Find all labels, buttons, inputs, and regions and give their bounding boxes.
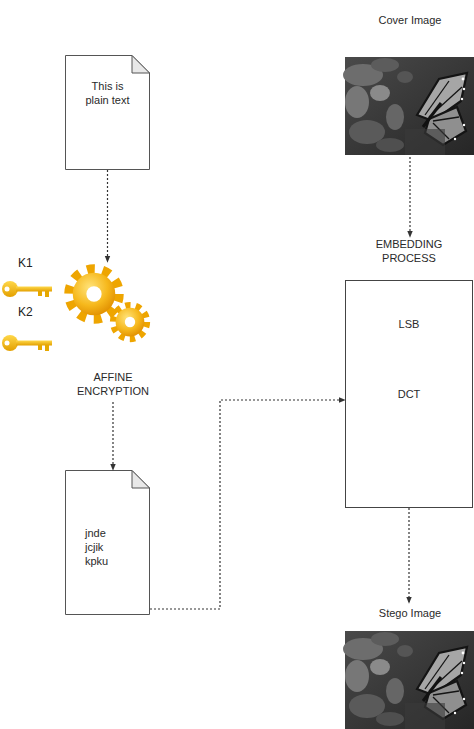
node-text: EMBEDDING PROCESS	[359, 237, 459, 265]
node-text: Cover Image	[345, 13, 474, 27]
cover-photo	[343, 57, 474, 155]
key-icon	[2, 281, 52, 297]
dotted-arrow	[150, 400, 345, 609]
stego-image: Stego Image	[345, 603, 474, 729]
node-text: AFFINE ENCRYPTION	[72, 370, 154, 398]
node-text: jnde jcjik kpku	[85, 526, 119, 568]
node-text: This is plain text	[85, 79, 130, 107]
ciphertext-document: jnde jcjik kpku	[65, 470, 150, 615]
lsb-method: LSB	[365, 317, 453, 379]
key-icon	[2, 335, 52, 351]
embedding-process-box: EMBEDDING PROCESS LSB DCT	[345, 237, 473, 508]
node-text: LSB	[365, 317, 453, 331]
dotted-arrow	[112, 402, 113, 470]
plaintext-document: This is plain text	[65, 55, 150, 170]
node-text: Stego Image	[345, 606, 474, 620]
dotted-arrow	[409, 157, 410, 237]
encryption-process: AFFINE ENCRYPTION	[58, 262, 168, 402]
node-text: DCT	[365, 387, 453, 401]
dct-method: DCT	[365, 387, 453, 453]
gear-icon	[114, 306, 146, 338]
key-label: K2	[18, 305, 33, 319]
cover-image: Cover Image	[345, 10, 474, 157]
document-outline	[65, 470, 150, 615]
dotted-arrow	[107, 170, 108, 262]
key-label: K1	[18, 256, 33, 270]
stego-photo	[343, 631, 474, 729]
document-outline	[65, 55, 150, 170]
gear-icon	[70, 270, 118, 318]
dotted-arrow	[408, 508, 409, 603]
